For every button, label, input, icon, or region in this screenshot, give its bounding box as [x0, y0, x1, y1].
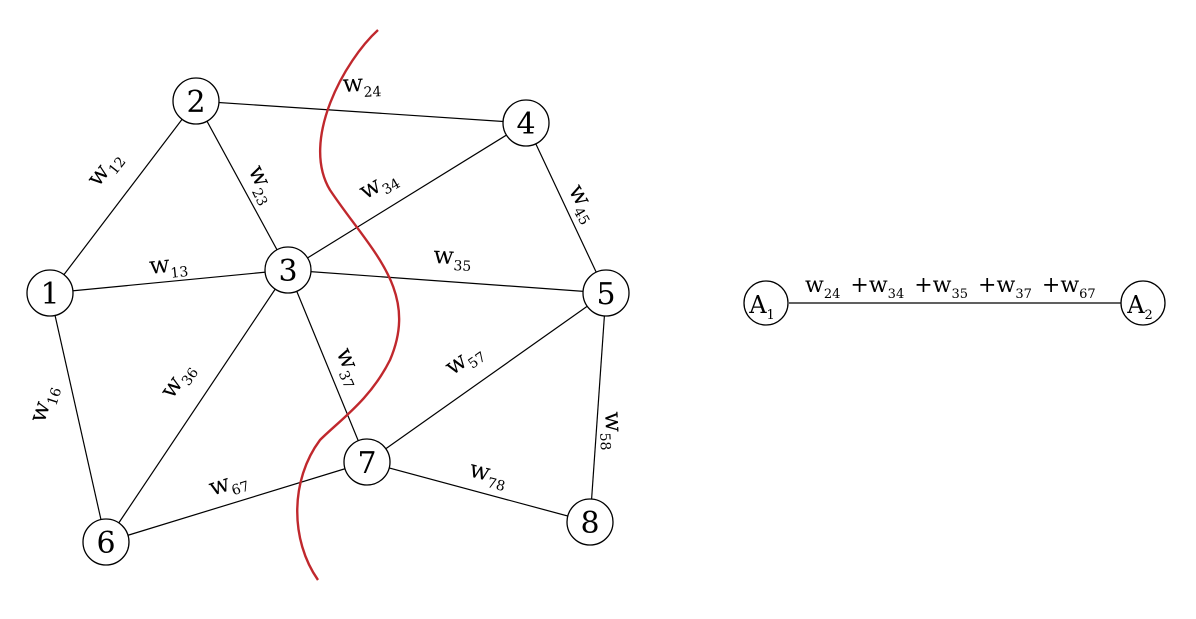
- node-label-main: A: [748, 291, 767, 319]
- weight-symbol: w: [433, 241, 455, 270]
- edge-weight-label: w24: [342, 68, 382, 102]
- edge-weight-label: w16: [23, 381, 65, 427]
- formula-weight: w: [805, 273, 824, 298]
- node-circle: [502, 99, 550, 147]
- weight-subscript: 67: [230, 478, 252, 499]
- node-circle: [566, 498, 614, 546]
- node-1: 1: [26, 269, 74, 317]
- formula-weight: w: [996, 273, 1015, 298]
- node-label: 1: [40, 277, 59, 312]
- edge-weight-label: w37: [327, 343, 371, 391]
- node-circle: [343, 438, 391, 486]
- node-circle: [26, 269, 74, 317]
- node-3: 3: [264, 246, 312, 294]
- node-label: 7: [357, 446, 376, 481]
- node-circle: [1120, 280, 1166, 326]
- formula-subscript: 37: [1015, 287, 1032, 302]
- weight-subscript: 24: [363, 84, 382, 101]
- weight-symbol: w: [148, 250, 172, 280]
- node-label: 3: [278, 254, 297, 289]
- formula-subscript: 24: [824, 287, 841, 302]
- edge-1-3: [49, 269, 289, 294]
- edge-6-7: [105, 461, 368, 543]
- edge-1-2: [49, 100, 197, 294]
- edge-weight-label: w45: [559, 179, 606, 228]
- node-4: 4: [502, 99, 550, 147]
- formula-plus: +: [978, 273, 996, 298]
- weight-subscript: 37: [335, 369, 357, 392]
- edge-3-5: [287, 269, 607, 294]
- node-label: A1: [748, 291, 775, 323]
- reduced-graph: A1 A2 w24+w34+w35+w37+w67: [743, 273, 1166, 326]
- cut-curve: [296, 29, 401, 581]
- edge-2-3: [195, 100, 289, 271]
- formula-plus: +: [914, 273, 932, 298]
- weight-symbol: w: [599, 411, 628, 433]
- weight-subscript: 23: [248, 186, 270, 209]
- node-label-main: A: [1126, 291, 1145, 319]
- edge-3-4: [287, 122, 527, 271]
- node-circle: [82, 518, 130, 566]
- weight-subscript: 78: [486, 475, 507, 495]
- node-label: 4: [516, 107, 535, 142]
- formula-plus: +: [850, 273, 868, 298]
- edge-weight-label: w35: [432, 241, 472, 275]
- edge-weight-label: w57: [439, 336, 489, 384]
- node-label: 6: [96, 526, 115, 561]
- weight-subscript: 13: [170, 264, 189, 282]
- edge-5-7: [366, 292, 607, 463]
- reduced-node-left: A1: [743, 280, 789, 326]
- formula-weight: w: [1060, 273, 1079, 298]
- node-2: 2: [172, 77, 220, 125]
- weight-subscript: 16: [45, 386, 66, 408]
- edge-weight-label: w34: [354, 162, 403, 209]
- weight-subscript: 34: [380, 176, 404, 199]
- edge-3-6: [105, 269, 289, 543]
- edge-weight-label: w13: [148, 248, 190, 284]
- formula-subscript: 34: [888, 287, 905, 302]
- formula-plus: +: [1042, 273, 1060, 298]
- formula-subscript: 67: [1079, 287, 1096, 302]
- edges-layer: [49, 100, 607, 543]
- node-circle: [743, 280, 789, 326]
- node-circle: [172, 77, 220, 125]
- formula-weight: w: [869, 273, 888, 298]
- edge-1-6: [49, 292, 107, 543]
- node-label: 8: [580, 506, 599, 541]
- weight-subscript: 35: [453, 258, 472, 275]
- weight-subscript: 58: [596, 432, 613, 451]
- node-6: 6: [82, 518, 130, 566]
- edge-4-5: [525, 122, 607, 294]
- edge-weight-label: w58: [595, 411, 629, 451]
- edge-weight-label: w78: [466, 455, 511, 495]
- node-circle: [264, 246, 312, 294]
- node-8: 8: [566, 498, 614, 546]
- node-7: 7: [343, 438, 391, 486]
- edge-5-8: [589, 292, 607, 523]
- edge-weight-label: w12: [81, 144, 130, 194]
- reduced-node-right: A2: [1120, 280, 1166, 326]
- node-label: 2: [186, 85, 205, 120]
- edge-2-4: [195, 100, 527, 124]
- edge-weight-label: w23: [239, 160, 285, 209]
- formula-weight: w: [933, 273, 952, 298]
- node-label: 5: [596, 277, 615, 312]
- node-circle: [582, 269, 630, 317]
- weight-symbol: w: [342, 69, 364, 98]
- edge-3-7: [287, 269, 368, 463]
- edge-weight-label: w36: [154, 356, 202, 406]
- node-5: 5: [582, 269, 630, 317]
- edge-7-8: [366, 461, 591, 523]
- node-label-sub: 1: [767, 308, 775, 323]
- node-label-sub: 2: [1145, 308, 1153, 323]
- formula-subscript: 35: [952, 287, 969, 302]
- cut-weight-formula: w24+w34+w35+w37+w67: [805, 273, 1096, 302]
- weight-subscript: 45: [570, 205, 593, 228]
- node-label: A2: [1126, 291, 1153, 323]
